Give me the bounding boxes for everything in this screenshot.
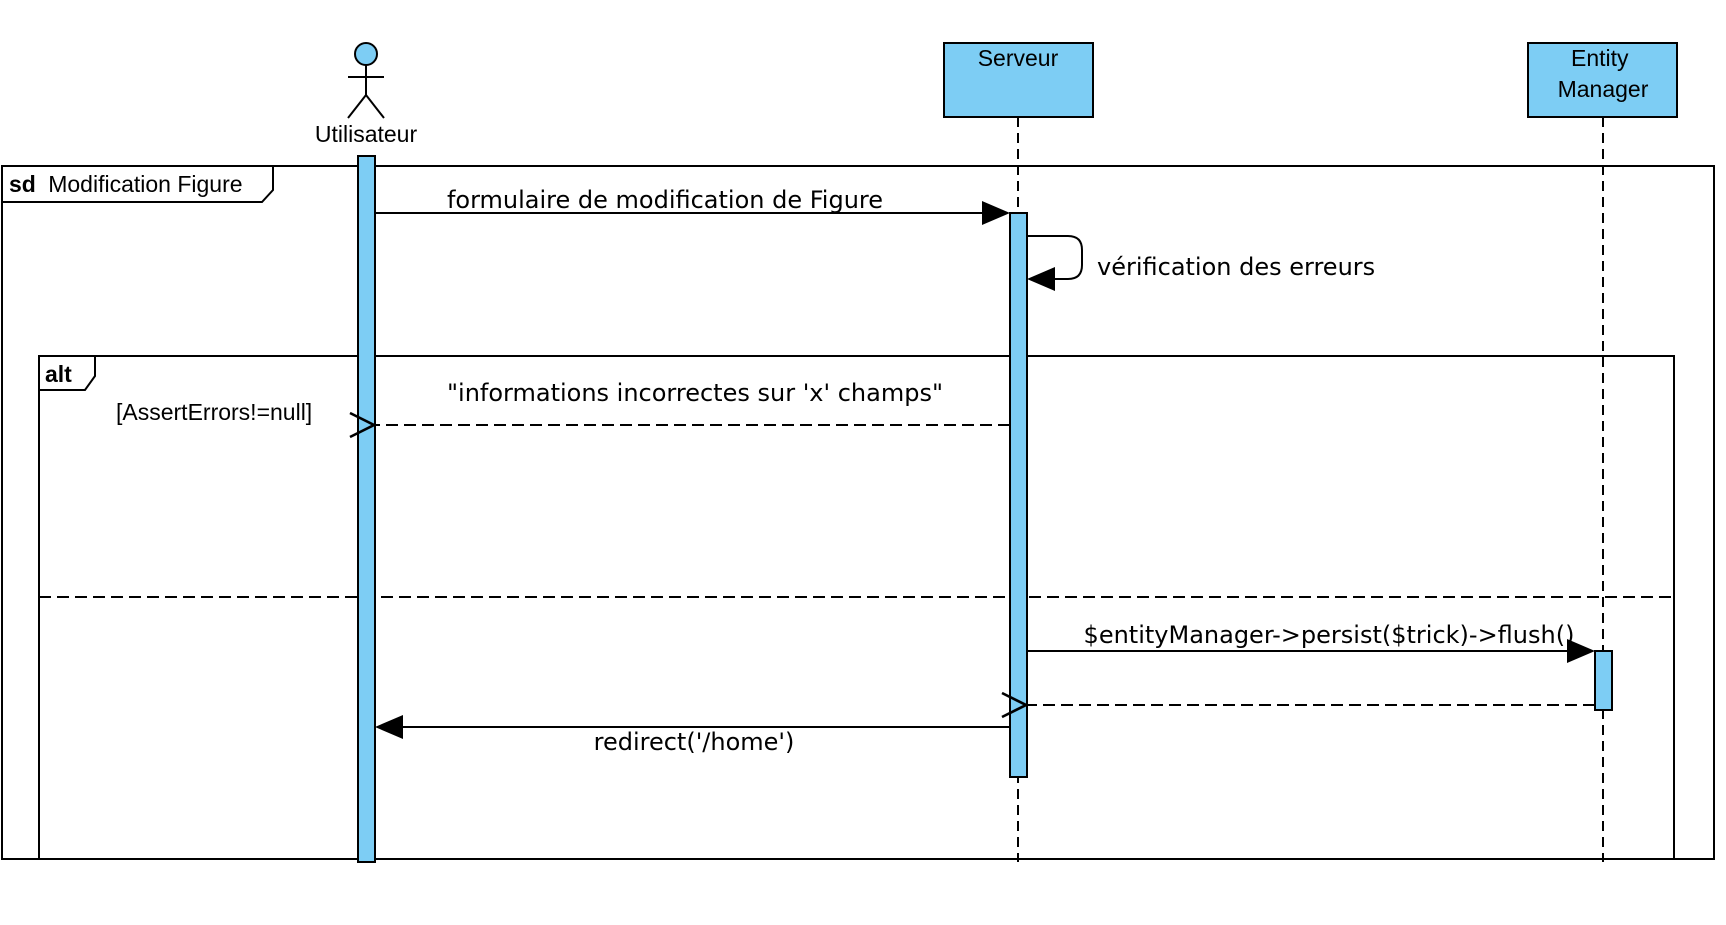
- sd-frame: sd Modification Figure: [1, 165, 1715, 860]
- activation-server: [1009, 212, 1028, 778]
- message-error-check: vérification des erreurs: [1027, 235, 1375, 291]
- message-redirect: redirect('/home'): [375, 715, 1010, 756]
- sd-frame-border: [1, 165, 1715, 860]
- message-invalid-info: "informations incorrectes sur 'x' champs…: [376, 379, 1010, 425]
- sd-title: Modification Figure: [48, 171, 242, 197]
- filled-arrowhead-icon: [982, 201, 1010, 225]
- participant-server-label: Serveur: [978, 45, 1059, 71]
- filled-arrowhead-icon: [375, 715, 403, 739]
- participant-server: Serveur: [943, 42, 1094, 118]
- alt-fragment-border: [38, 355, 1675, 860]
- participant-entity-manager: Entity Manager: [1527, 42, 1678, 118]
- participant-em-label-line-1: Entity: [1571, 45, 1629, 71]
- message-persist-flush-label: $entityManager->persist($trick)->flush(): [1084, 621, 1575, 649]
- participant-em-label: Entity Manager: [1558, 45, 1649, 102]
- actor-icon-leg-right: [365, 94, 385, 119]
- actor-icon-head: [354, 42, 378, 66]
- filled-arrowhead-icon: [1027, 267, 1055, 291]
- filled-arrowhead-icon: [1567, 639, 1595, 663]
- alt-keyword: alt: [45, 361, 72, 387]
- alt-guard: [AssertErrors!=null]: [116, 399, 312, 425]
- participant-server-box: [943, 42, 1094, 118]
- sd-keyword: sd: [9, 171, 36, 197]
- message-form-submit-label: formulaire de modification de Figure: [447, 186, 883, 214]
- sd-frame-label: sd Modification Figure: [9, 171, 243, 197]
- message-redirect-label: redirect('/home'): [594, 728, 795, 756]
- message-invalid-info-label: "informations incorrectes sur 'x' champs…: [447, 379, 943, 407]
- message-error-check-label: vérification des erreurs: [1097, 253, 1375, 281]
- participant-user-label: Utilisateur: [315, 121, 418, 147]
- activation-user: [357, 155, 376, 863]
- message-form-submit: formulaire de modification de Figure: [375, 186, 1010, 225]
- actor-icon-leg-left: [347, 94, 367, 119]
- participant-em-label-line-2: Manager: [1558, 76, 1649, 102]
- alt-fragment-tab: [38, 355, 96, 391]
- message-error-check-line: [1027, 235, 1083, 280]
- sd-frame-tab: [1, 165, 274, 203]
- alt-fragment: alt [AssertErrors!=null]: [38, 355, 1675, 860]
- participant-user: Utilisateur: [315, 42, 418, 147]
- message-persist-flush: $entityManager->persist($trick)->flush(): [1027, 621, 1595, 663]
- activation-entity-manager: [1594, 650, 1613, 711]
- participant-em-box: [1527, 42, 1678, 118]
